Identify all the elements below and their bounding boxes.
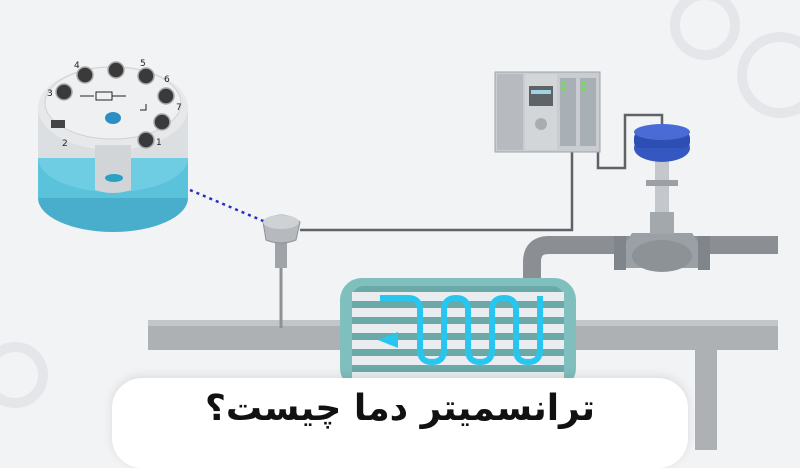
temperature-loop-diagram: 1 2 3 4 5 6 7 (0, 0, 800, 450)
mounting-hole (105, 174, 123, 182)
terminal-numbers: 1 2 3 4 5 6 7 (47, 59, 182, 149)
signal-wiring (300, 113, 664, 232)
plc-status-leds (562, 82, 586, 91)
terminal-number: 5 (140, 59, 146, 69)
terminal-number: 3 (47, 89, 53, 99)
sensor-neck (275, 240, 287, 268)
plc-display (529, 86, 553, 106)
background-gears (0, 0, 800, 408)
temperature-sensor[interactable] (262, 214, 301, 328)
terminal-number: 2 (62, 139, 68, 149)
control-valve[interactable] (614, 124, 710, 272)
temperature-transmitter-module[interactable]: 1 2 3 4 5 6 7 (38, 59, 188, 232)
flow-arrow-icon (378, 332, 398, 348)
plc-controller[interactable] (494, 71, 601, 153)
transmitter-link-line (189, 188, 269, 225)
terminal-slot (51, 120, 65, 128)
gear-icon (737, 32, 800, 118)
gear-icon (0, 342, 48, 408)
flow-coil (380, 294, 543, 366)
gear-icon (670, 0, 740, 60)
terminal-screw (76, 66, 94, 84)
terminal-screw (153, 113, 171, 131)
plc-io-modules (560, 78, 596, 146)
heat-exchanger[interactable] (340, 278, 576, 390)
terminal-number: 1 (156, 138, 162, 148)
caption-card: ترانسمیتر دما چیست؟ (112, 378, 688, 468)
terminal-screws (55, 61, 175, 149)
center-hole (105, 112, 121, 124)
terminal-screw (107, 61, 125, 79)
terminal-screw (137, 131, 155, 149)
terminal-number: 4 (74, 61, 80, 71)
drop-pipe (695, 350, 717, 450)
terminal-screw (157, 87, 175, 105)
terminal-number: 7 (176, 103, 182, 113)
plc-keypad (535, 118, 547, 130)
terminal-screw (137, 67, 155, 85)
terminal-number: 6 (164, 75, 170, 85)
page-title: ترانسمیتر دما چیست؟ (205, 388, 595, 429)
terminal-schematic (80, 91, 147, 111)
valve-yoke (655, 160, 669, 220)
terminal-screw (55, 83, 73, 101)
process-pipe (523, 236, 778, 290)
